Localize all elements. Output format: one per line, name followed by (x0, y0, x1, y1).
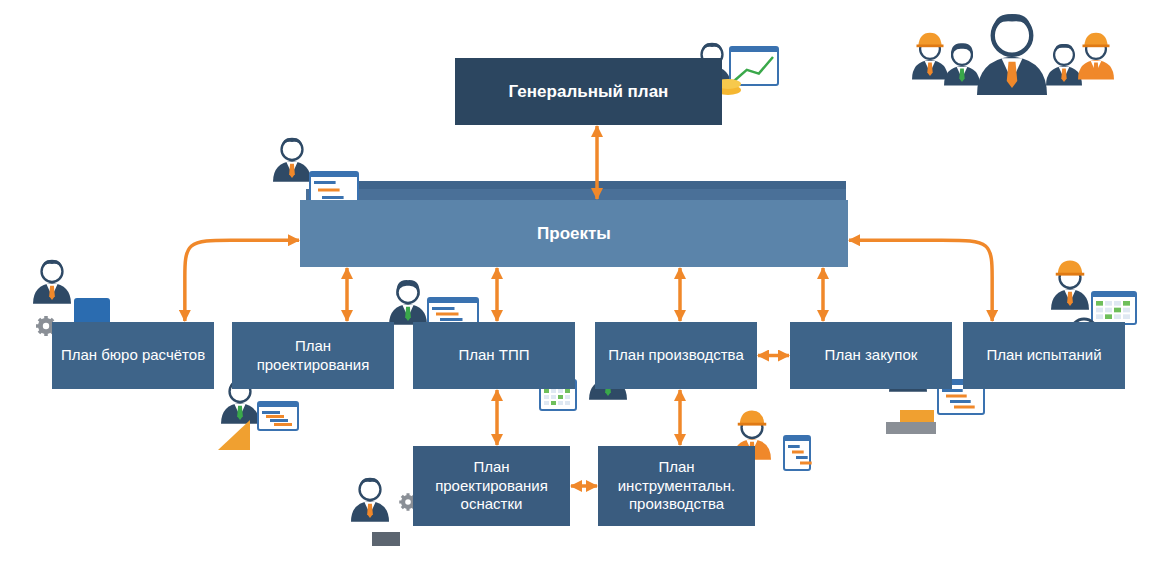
delivery-truck (886, 422, 936, 434)
bidirectional-arrow (758, 354, 789, 358)
box-label: План производства (608, 346, 743, 365)
chart-card (784, 436, 812, 470)
person-icon (944, 43, 980, 85)
person-icon (1046, 44, 1082, 85)
box-label: План проектирования оснастки (421, 458, 562, 514)
person-icon (389, 280, 427, 325)
bidirectional-arrow (345, 268, 349, 321)
person-icon (273, 138, 311, 182)
bidirectional-arrow (495, 390, 499, 445)
bidirectional-arrow (595, 126, 599, 199)
person-icon (1078, 33, 1114, 80)
bidirectional-arrow (678, 268, 682, 321)
bidirectional-arrow (678, 390, 682, 445)
chart-card (1092, 292, 1136, 324)
box-label: Генеральный план (509, 81, 669, 102)
box-label: Проекты (537, 223, 611, 244)
box-label: План проектирования (240, 337, 386, 375)
plan-box: План проектирования (232, 322, 394, 389)
plan-box: План ТПП (413, 322, 575, 389)
plan-box: План проектирования оснастки (413, 446, 570, 526)
chart-card (258, 402, 298, 430)
box-label: План инструментальн. производства (606, 458, 747, 514)
person-icon (912, 33, 948, 80)
box-label: План закупок (825, 346, 918, 365)
plan-box: План инструментальн. производства (598, 446, 755, 526)
header-box: Проекты (300, 200, 848, 267)
chart-card (730, 47, 778, 85)
person-icon (33, 260, 71, 304)
person-icon (351, 478, 389, 522)
valve-symbol (372, 532, 400, 546)
bidirectional-arrow (571, 484, 597, 488)
bidirectional-arrow (495, 268, 499, 321)
person-icon (1051, 260, 1089, 309)
box-label: План ТПП (458, 346, 529, 365)
bidirectional-arrow (185, 240, 299, 321)
person-icon (977, 14, 1047, 95)
bidirectional-arrow (821, 268, 825, 321)
plan-box: План закупок (790, 322, 952, 389)
box-label: План бюро расчётов (61, 346, 205, 365)
bidirectional-arrow (849, 240, 992, 321)
plan-box: План испытаний (963, 322, 1125, 389)
header-box: Генеральный план (455, 58, 722, 125)
plan-box: План бюро расчётов (52, 322, 214, 389)
box-label: План испытаний (986, 346, 1101, 365)
plan-box: План производства (595, 322, 757, 389)
triangle-ruler (218, 420, 250, 450)
